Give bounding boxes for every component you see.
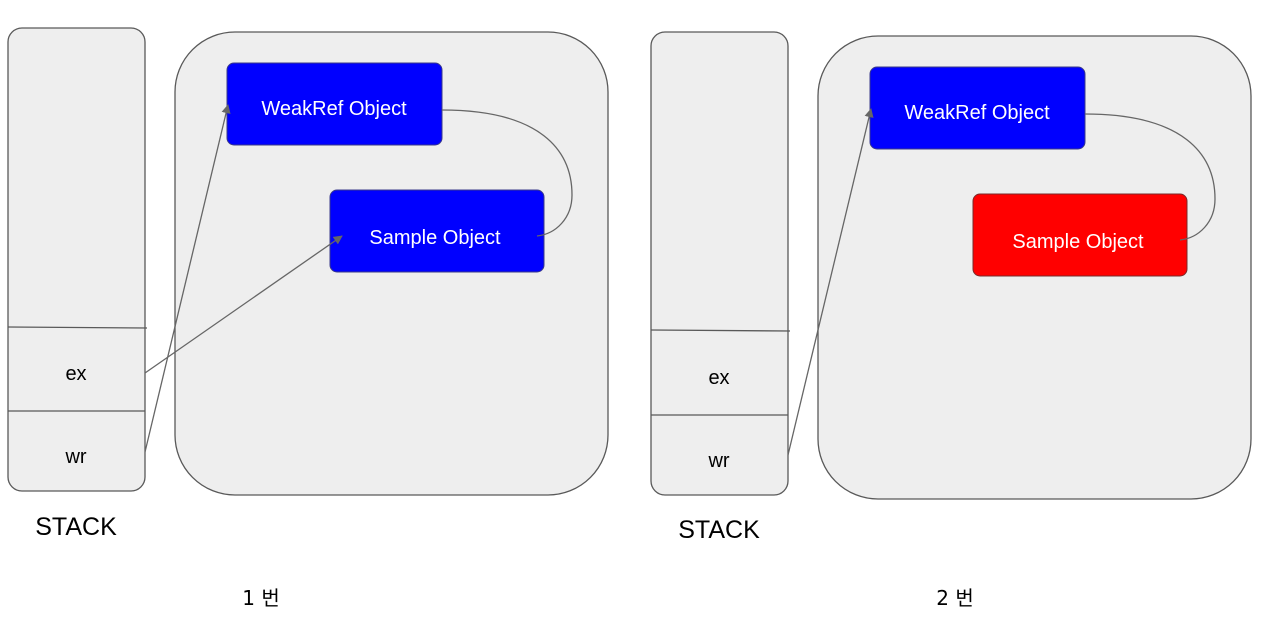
stack-slot-wr: wr xyxy=(707,450,729,472)
stack-divider-top xyxy=(650,329,791,332)
weakref-object: WeakRef Object xyxy=(869,66,1086,150)
panel-2-label: 2 번 xyxy=(936,586,973,610)
stack-slot-ex: ex xyxy=(65,363,86,385)
stack-box xyxy=(650,31,789,496)
stack-slot-ex: ex xyxy=(708,367,729,389)
ex-to-sample-arrow xyxy=(144,235,343,374)
sample-object: Sample Object xyxy=(972,193,1188,277)
wr-to-weakref-arrow xyxy=(144,104,231,453)
panel-1-label: 1 번 xyxy=(242,586,279,610)
weakref-to-sample-curve xyxy=(1084,113,1216,241)
wr-to-weakref-arrow xyxy=(787,108,874,456)
stack-box xyxy=(7,27,146,492)
stack-caption: STACK xyxy=(35,513,117,541)
stack-slot-wr: wr xyxy=(64,446,86,468)
weakref-object-box xyxy=(869,66,1086,150)
weakref-object-label: WeakRef Object xyxy=(904,102,1050,124)
sample-object-box xyxy=(972,193,1188,277)
weakref-object-box xyxy=(226,62,443,146)
sample-object-label: Sample Object xyxy=(369,227,501,249)
weakref-object: WeakRef Object xyxy=(226,62,443,146)
weakref-object-label: WeakRef Object xyxy=(261,98,407,120)
sample-object-label: Sample Object xyxy=(1012,231,1144,253)
panel-1: ex wr STACK WeakRef Object Sample Object… xyxy=(7,27,609,610)
panel-2: ex wr STACK WeakRef Object Sample Object… xyxy=(650,31,1252,610)
stack-divider-top xyxy=(7,326,148,329)
weakref-to-sample-curve xyxy=(441,109,573,237)
sample-object-box xyxy=(329,189,545,273)
stack-caption: STACK xyxy=(678,516,760,544)
sample-object: Sample Object xyxy=(329,189,545,273)
